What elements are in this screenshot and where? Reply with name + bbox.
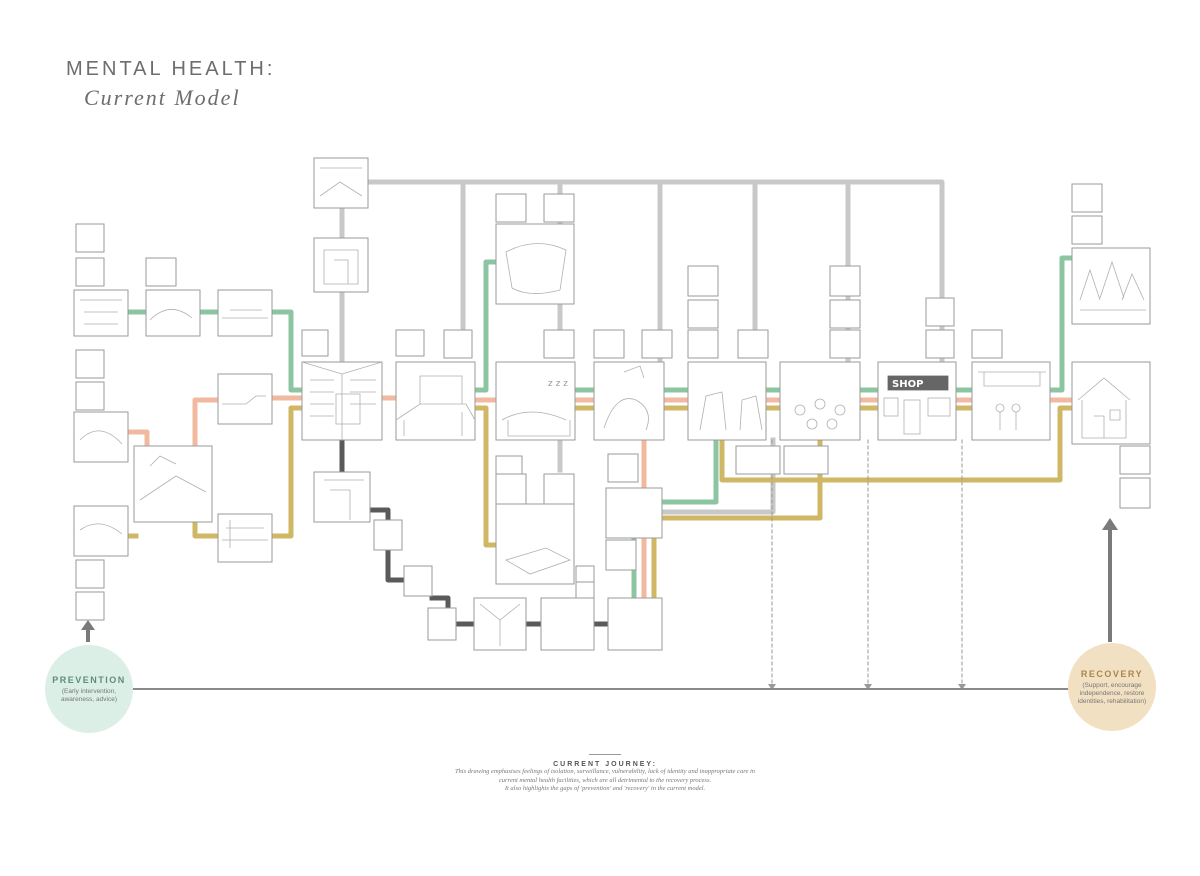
sketch-shower-head [593,329,625,359]
sketch-face [75,591,105,621]
dotted-lines [771,439,963,687]
sketch-door-4 [1119,477,1151,509]
sketch-shop-front [877,361,957,441]
sketch-hospital-bed [133,445,213,523]
sketch-door-corridor [313,471,371,523]
sketch-palette [829,299,861,329]
sketch-waiting-area [540,597,595,651]
sketch-houses [1071,247,1151,325]
sketch-tv [783,445,829,475]
recovery-title: RECOVERY [1080,668,1144,679]
caption: CURRENT JOURNEY: This drawing emphasises… [400,754,810,794]
sketch-couple [145,257,177,287]
sketch-door-3 [427,607,457,641]
caption-line-2: current mental health facilities, which … [498,776,712,784]
sketch-figure [75,257,105,287]
sketch-no-drink [75,349,105,379]
caption-line-1: This drawing emphasises feelings of isol… [454,768,756,775]
sketch-street [217,289,273,337]
sketch-cart [925,297,955,327]
sketch-bottles [75,381,105,411]
svg-text:z z z: z z z [548,379,568,389]
sketch-woman [687,265,719,297]
sketch-cards [687,299,719,329]
sketch-staff-3 [737,329,769,359]
sketch-door-1 [373,519,403,551]
sketch-visitor-2 [605,539,637,571]
sketch-shower [593,361,665,441]
sketch-street-corner [73,289,129,337]
prevention-description: (Early intervention, awareness, advice) [61,687,117,703]
sketch-money [925,329,955,359]
sketch-pills [495,193,527,223]
caption-title: CURRENT JOURNEY: [553,761,657,768]
sketch-conversation [145,289,201,337]
sketch-small-icon-2 [575,581,595,599]
recovery-arrow-head [1102,518,1118,530]
sketch-camera [301,329,329,357]
recovery-description: (Support, encourage independence, restor… [1077,681,1147,705]
sketch-bright-room [971,361,1051,441]
sketch-pill-cup [641,329,673,359]
mustard-line [125,405,1075,603]
sketch-home [1071,361,1151,445]
prevention-arrow-head [81,620,95,630]
sketch-visitor [607,453,639,483]
sketch-group-walk [605,487,663,539]
sketch-door-2 [403,565,433,597]
caption-line-3: It also highlights the gaps of 'preventi… [504,785,706,792]
sketch-radio [395,329,425,357]
sketch-activity [735,445,781,475]
sketch-group-small [687,329,719,359]
sketch-doorway [313,237,369,293]
sketch-syringe [543,193,575,223]
shop-sign: SHOP [892,379,923,390]
sketch-figure-2 [1071,215,1103,245]
salmon-line [125,395,1075,603]
sketch-woman-2 [971,329,1003,359]
sketch-group-therapy [779,361,861,441]
sketch-distress [73,411,129,463]
sketch-key [829,329,861,359]
page-title: MENTAL HEALTH: [66,58,276,80]
sketch-restrained-bed [495,223,575,305]
caption-divider [589,754,621,755]
sketch-seclusion-room [495,503,575,585]
sketch-sleeping [495,361,576,441]
sketch-fence [1119,445,1151,475]
sketch-counselling [687,361,767,441]
title-block: MENTAL HEALTH: Current Model [66,58,275,111]
sketch-hand [829,265,861,297]
sketch-restraint [495,473,527,505]
sketch-sleeping-pill [543,329,575,359]
page-subtitle: Current Model [84,85,241,110]
sketch-bedroom [395,361,476,441]
sketch-staff-2 [543,473,575,505]
sketch-knife [75,559,105,589]
recovery-circle: RECOVERY (Support, encourage independenc… [1068,643,1156,731]
sketch-wrist [73,505,129,557]
sketch-note [75,223,105,253]
prevention-title: PREVENTION [52,674,126,685]
sketch-small-icon [575,565,595,583]
sketch-syringe-2 [1071,183,1103,213]
sketch-visit-table [607,597,663,651]
sketch-building-facade [217,513,273,563]
prevention-circle: PREVENTION (Early intervention, awarenes… [45,645,133,733]
sketch-staff [443,329,473,359]
sketch-car-figure [217,373,273,425]
